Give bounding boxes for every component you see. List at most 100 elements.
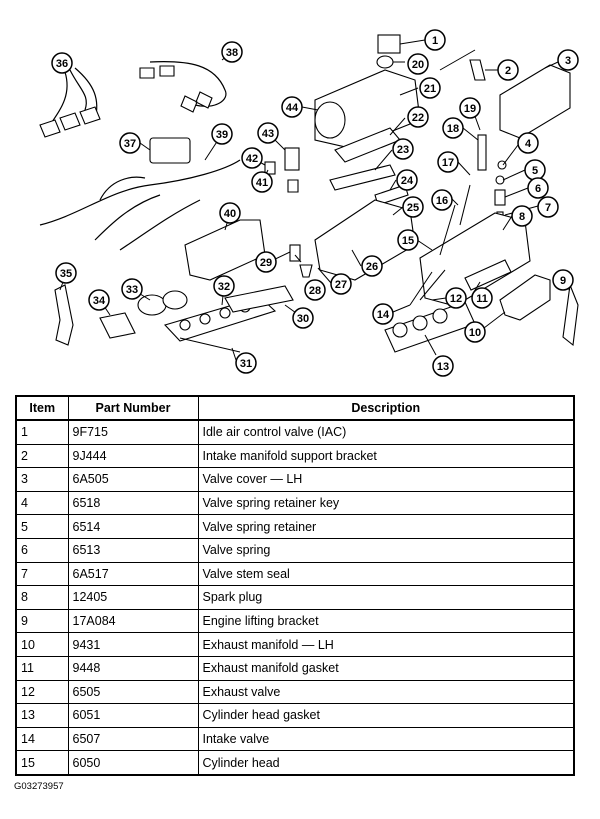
item-cell: 8 [15,585,69,610]
description-cell: Valve spring [197,537,575,563]
svg-text:33: 33 [126,284,138,296]
svg-text:36: 36 [56,58,68,70]
svg-text:42: 42 [246,153,258,165]
item-cell: 11 [15,655,69,681]
svg-text:24: 24 [401,175,414,187]
svg-text:18: 18 [447,123,459,135]
part-number-cell: 6050 [67,750,199,776]
svg-text:6: 6 [535,183,541,195]
callout-8: 8 [511,205,533,227]
callout-24: 24 [396,169,418,191]
description-cell: Exhaust manifold — LH [197,632,575,657]
part-number-cell: 6051 [67,703,199,728]
callout-14: 14 [372,303,394,325]
svg-text:17: 17 [442,157,454,169]
callout-42: 42 [241,147,263,169]
item-cell: 5 [15,514,69,539]
callout-10: 10 [464,321,486,343]
callout-41: 41 [251,171,273,193]
callout-11: 11 [471,287,493,309]
part-number-cell: 17A084 [67,608,199,634]
callout-6: 6 [527,177,549,199]
callout-2: 2 [497,59,519,81]
part-number-cell: 9448 [67,655,199,681]
callout-22: 22 [407,106,429,128]
item-cell: 4 [15,490,69,516]
description-cell: Exhaust manifold gasket [197,655,575,681]
svg-text:41: 41 [256,177,268,189]
svg-text:21: 21 [424,83,436,95]
leader-lines [59,39,571,361]
callout-35: 35 [55,262,77,284]
callout-27: 27 [330,273,352,295]
callout-3: 3 [557,49,579,71]
callout-17: 17 [437,151,459,173]
callout-19: 19 [459,97,481,119]
callout-34: 34 [88,289,110,311]
callout-29: 29 [255,251,277,273]
callout-20: 20 [407,53,429,75]
callout-1: 1 [424,29,446,51]
callout-16: 16 [431,189,453,211]
callout-21: 21 [419,77,441,99]
item-cell: 15 [15,750,69,776]
item-cell: 7 [15,561,69,587]
svg-text:32: 32 [218,281,230,293]
part-number-cell: 6507 [67,726,199,752]
callout-44: 44 [281,96,303,118]
svg-text:2: 2 [505,65,511,77]
callout-26: 26 [361,255,383,277]
svg-text:14: 14 [377,309,390,321]
svg-text:11: 11 [476,293,488,305]
callout-7: 7 [537,196,559,218]
callout-40: 40 [219,202,241,224]
description-cell: Engine lifting bracket [197,608,575,634]
svg-text:3: 3 [565,55,571,67]
svg-text:27: 27 [335,279,347,291]
description-column-header: Description [197,395,575,421]
svg-text:40: 40 [224,208,236,220]
item-cell: 1 [15,419,69,445]
description-cell: Idle air control valve (IAC) [197,419,575,445]
part-number-cell: 6A505 [67,467,199,492]
description-cell: Intake valve [197,726,575,752]
callout-markers: 1 2 3 4 5 6 7 8 9 10 11 12 13 14 15 16 1… [51,29,579,377]
callout-25: 25 [402,196,424,218]
svg-text:4: 4 [525,138,532,150]
svg-text:5: 5 [532,165,538,177]
item-cell: 12 [15,679,69,705]
callout-33: 33 [121,278,143,300]
figure-id: G03273957 [14,781,64,792]
svg-text:26: 26 [366,261,378,273]
item-cell: 13 [15,703,69,728]
svg-text:23: 23 [397,144,409,156]
table-header-row: Item Part Number Description [15,395,575,421]
svg-text:39: 39 [216,129,228,141]
svg-text:31: 31 [240,358,252,370]
description-cell: Cylinder head [197,750,575,776]
description-cell: Valve spring retainer [197,514,575,539]
callout-13: 13 [432,355,454,377]
svg-text:30: 30 [297,313,309,325]
svg-text:10: 10 [469,327,481,339]
part-drawings [39,34,579,353]
callout-36: 36 [51,52,73,74]
item-column-header: Item [15,395,69,421]
part-number-cell: 12405 [67,585,199,610]
description-cell: Cylinder head gasket [197,703,575,728]
svg-text:15: 15 [402,235,414,247]
part-number-column-header: Part Number [67,395,199,421]
svg-text:7: 7 [545,202,551,214]
callout-15: 15 [397,229,419,251]
